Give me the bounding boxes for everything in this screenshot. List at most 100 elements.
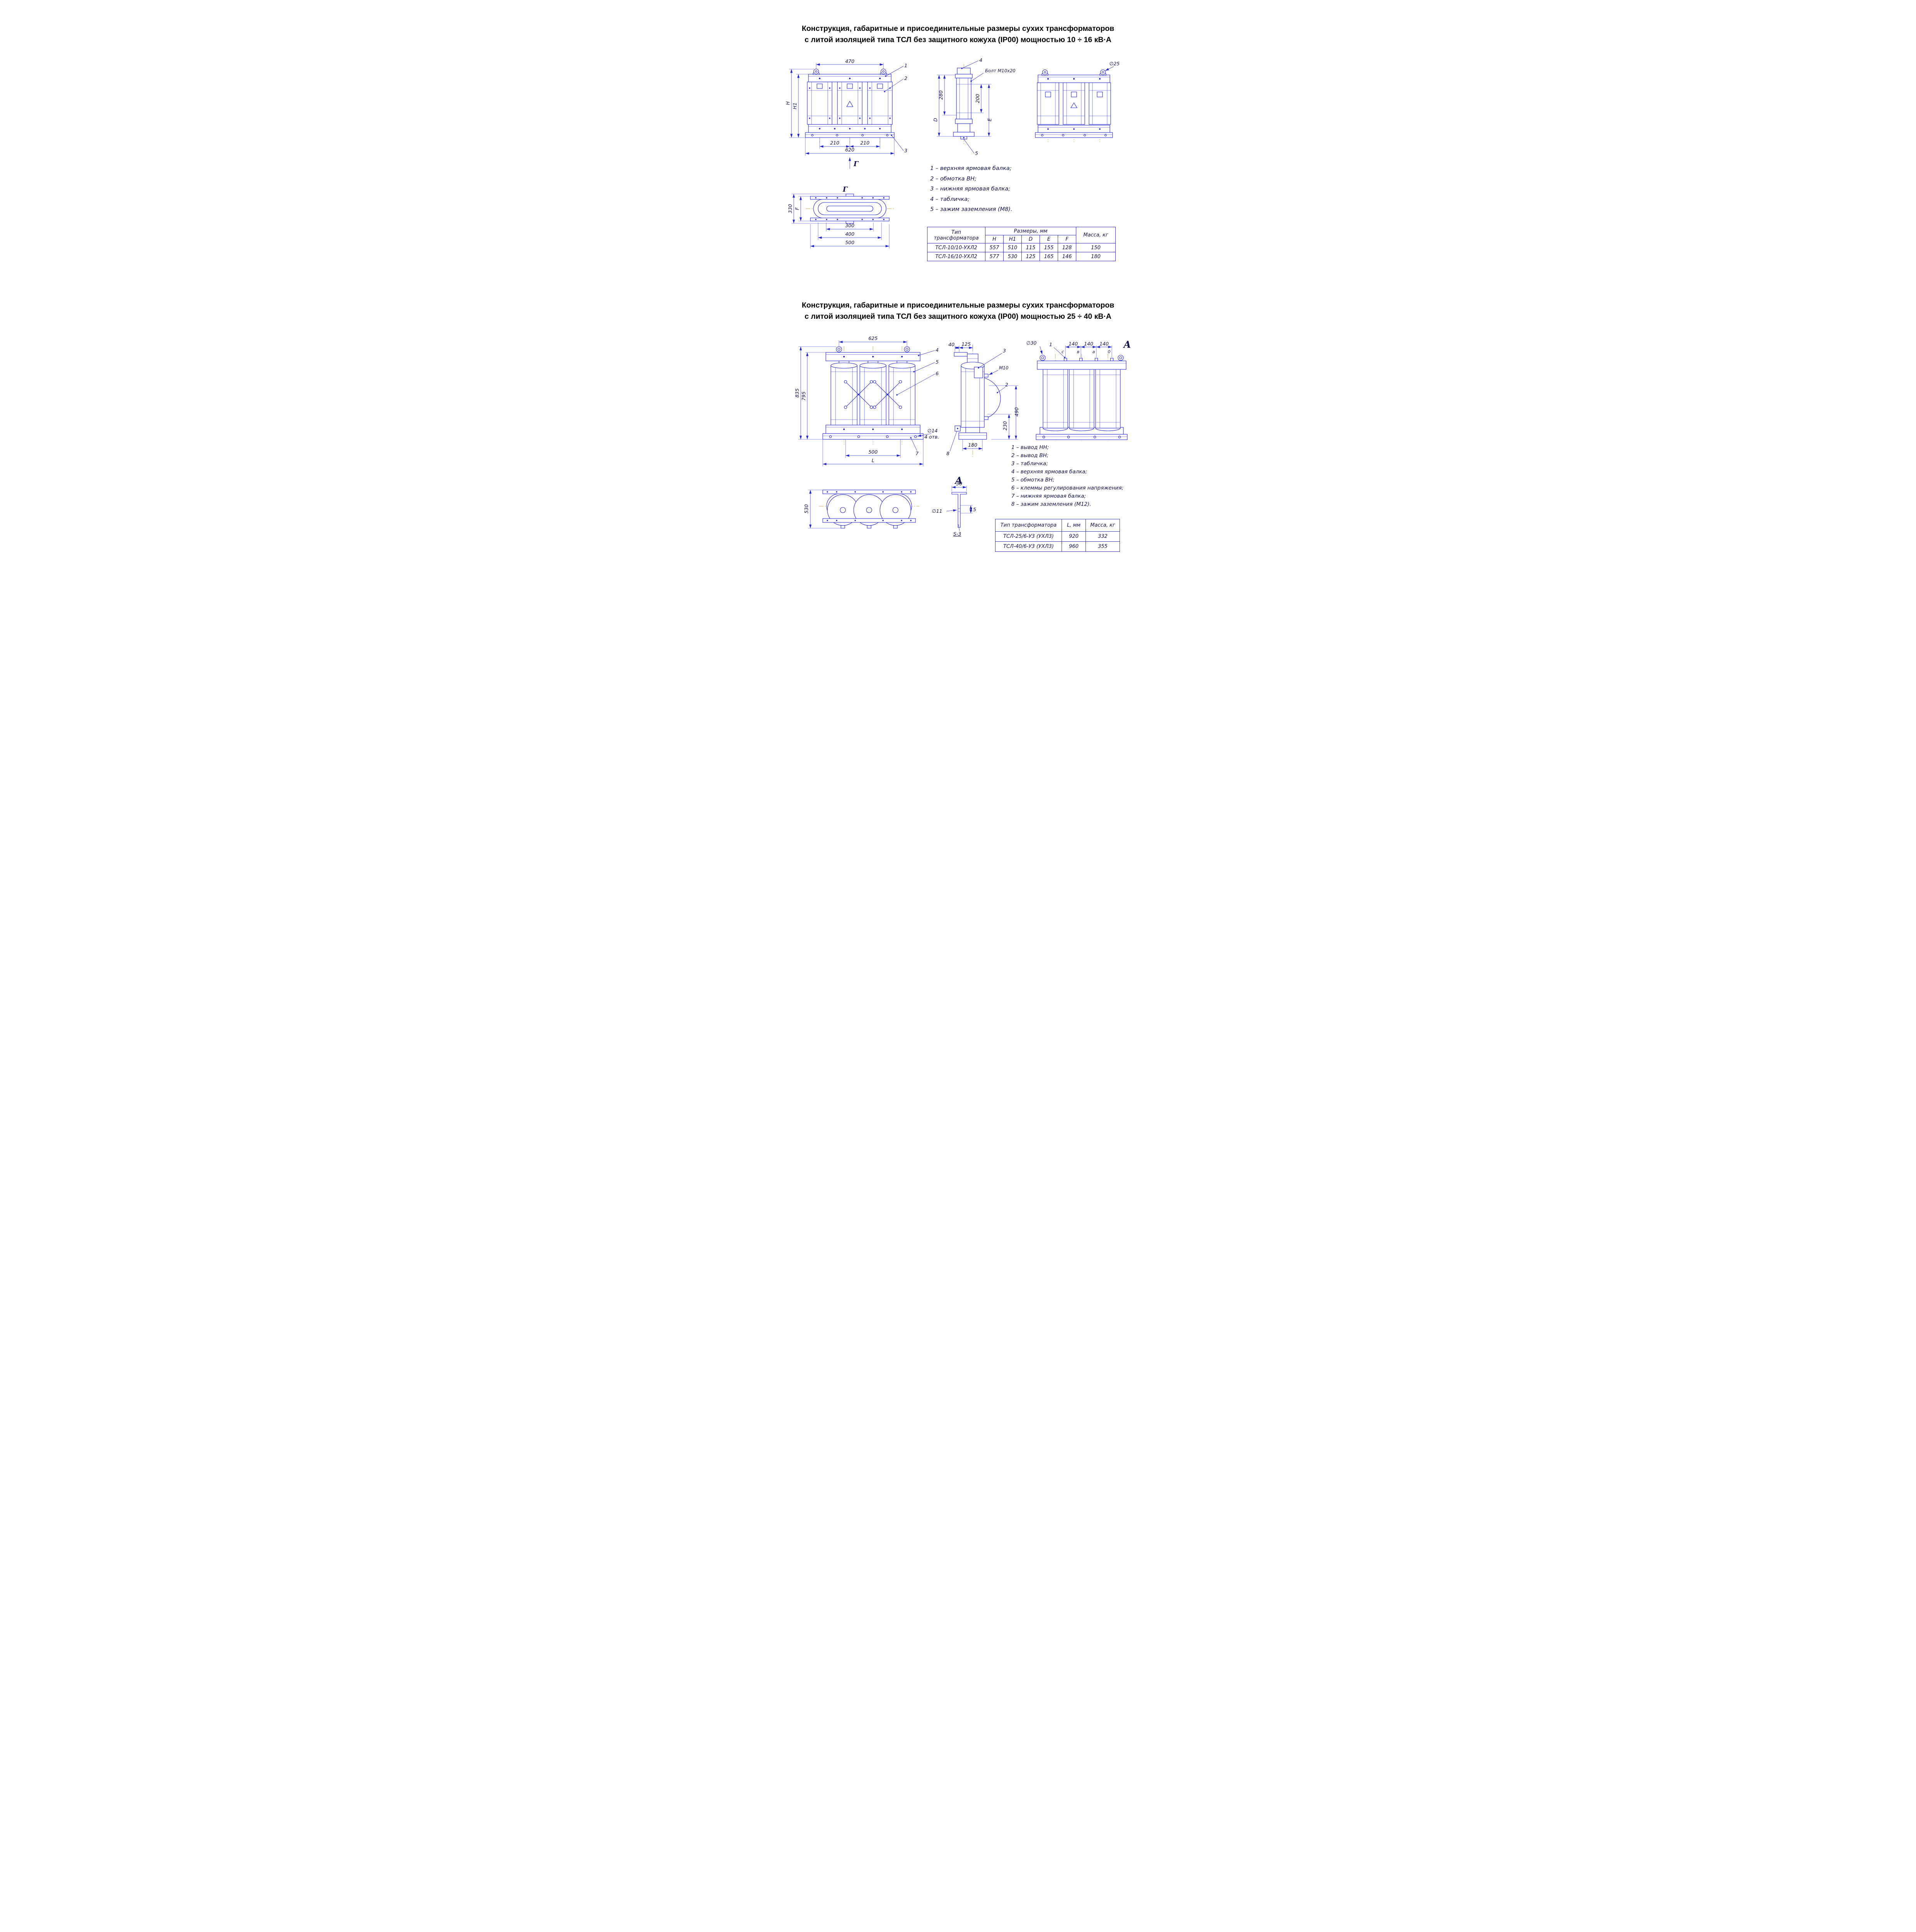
dim-H: H: [785, 101, 791, 105]
thickness-note: S-3: [953, 531, 961, 537]
table-row: ТСЛ-10/10-УХЛ2 557 510 115 155 128 150: [927, 243, 1116, 252]
dim-140-a: 140: [1069, 341, 1078, 347]
table1-col-E: E: [1040, 235, 1058, 243]
clamp-rail: [810, 218, 890, 221]
section2-table: Тип трансформатора L, мм Масса, кг ТСЛ-2…: [995, 519, 1120, 552]
table1-header-mass: Масса, кг: [1076, 227, 1116, 243]
s2-top-view: 530: [803, 490, 919, 529]
section1-title-line1: Конструкция, габаритные и присоединитель…: [801, 24, 1115, 33]
dim-795: 795: [801, 391, 807, 401]
base-channel-side: [953, 132, 975, 137]
lifting-eye: [1099, 69, 1106, 76]
callout-6: 6: [936, 371, 939, 376]
s1-front-view: 470 H H1 210 210 620 1 2 3 Г: [785, 58, 907, 169]
clamp-rail: [822, 518, 916, 523]
s2-detail-a: А 30 ∅11 15 S-3: [932, 475, 976, 537]
terminal-label-0: 0: [1108, 349, 1111, 354]
callout-1: 1: [1049, 342, 1052, 347]
view-a-label: А: [1123, 339, 1131, 350]
legend-item: 3 – табличка;: [1011, 461, 1048, 467]
s2-side-view: 3 М10 2 40 125 490 230 180 8: [946, 341, 1019, 457]
dim-200: 200: [975, 94, 980, 103]
s1-rear-view: ∅25: [1035, 61, 1120, 142]
detail-a-label: А: [954, 475, 963, 486]
terminal-label-v: в: [1077, 349, 1079, 354]
hole-count-note: 4 отв.: [924, 434, 939, 440]
warning-triangle-icon: [846, 100, 853, 107]
dim-30: 30: [956, 481, 962, 486]
legend-item: 5 – зажим заземления (М8).: [930, 206, 1012, 213]
s2-rear-view: с в а 0 140 140 140 ∅30 1 А: [1026, 339, 1131, 441]
dim-530: 530: [803, 504, 809, 514]
callout-2: 2: [904, 75, 907, 81]
bracket-section: [951, 492, 967, 528]
legend-item: 7 – нижняя ярмовая балка;: [1011, 493, 1086, 499]
terminal-label-c: с: [1062, 349, 1064, 354]
callout-1: 1: [904, 63, 907, 68]
table1-col-H: H: [985, 235, 1004, 243]
legend-item: 2 – обмотка ВН;: [930, 175, 977, 182]
dim-dia25: ∅25: [1109, 61, 1120, 66]
base-channel: [822, 433, 924, 440]
bolt-label: Болт М10х20: [985, 68, 1016, 73]
dim-dia30: ∅30: [1026, 340, 1037, 346]
dim-500: 500: [868, 449, 878, 455]
table1-col-F: F: [1057, 235, 1077, 243]
nameplate: [974, 367, 983, 378]
dim-140-c: 140: [1099, 341, 1109, 347]
dim-230: 230: [1002, 421, 1008, 430]
dim-330: 330: [787, 204, 793, 213]
callout-5: 5: [975, 150, 978, 156]
s1-top-view: Г 330 F 300 400: [787, 185, 894, 248]
dim-835: 835: [794, 388, 800, 398]
callout-7: 7: [915, 451, 919, 456]
lifting-eye: [836, 346, 842, 352]
table-row: ТСЛ-16/10-УХЛ2 577 530 125 165 146 180: [927, 252, 1116, 261]
winding-rear: [1089, 82, 1111, 125]
legend-item: 5 – обмотка ВН;: [1011, 477, 1055, 483]
winding-rear: [1037, 82, 1059, 125]
winding-rear: [1043, 369, 1068, 431]
dim-15: 15: [970, 507, 976, 512]
lifting-eye: [1118, 355, 1124, 361]
section2-drawing: 625 835 795 500 L 4 5 6 7 ∅14 4 отв.: [794, 335, 1131, 537]
clamp-rail: [810, 196, 890, 200]
legend-item: 8 – зажим заземления (М12).: [1011, 501, 1091, 507]
table2-header-type: Тип трансформатора: [995, 519, 1062, 532]
section1-title: Конструкция, габаритные и присоединитель…: [745, 23, 1171, 46]
base-channel: [805, 132, 895, 138]
dim-500: 500: [845, 240, 854, 245]
table1-header-type: Тип трансформатора: [927, 227, 985, 243]
hv-lead-loop: [984, 378, 1001, 419]
section2-legend: 1 – вывод НН; 2 – вывод ВН; 3 – табличка…: [1011, 444, 1123, 509]
callout-8: 8: [946, 451, 949, 456]
legend-item: 4 – верхняя ярмовая балка;: [1011, 469, 1087, 475]
legend-item: 6 – клеммы регулирования напряжения;: [1011, 485, 1124, 491]
section1-title-line2: с литой изоляцией типа ТСЛ без защитного…: [804, 36, 1112, 44]
hv-winding: [837, 82, 863, 125]
section2-title: Конструкция, габаритные и присоединитель…: [745, 300, 1171, 322]
dim-280: 280: [938, 90, 944, 100]
dim-L: L: [872, 457, 875, 463]
table1-header-sizes: Размеры, мм: [985, 227, 1077, 235]
legend-item: 4 – табличка;: [930, 196, 970, 202]
dim-140-b: 140: [1084, 341, 1093, 347]
section2-title-line2: с литой изоляцией типа ТСЛ без защитного…: [804, 312, 1112, 321]
lifting-eye: [880, 68, 887, 75]
m10-label: М10: [999, 365, 1009, 371]
dim-400: 400: [845, 231, 854, 237]
hv-winding: [888, 362, 915, 425]
winding-side: [956, 78, 972, 119]
hv-winding: [830, 362, 858, 425]
dim-180: 180: [968, 442, 977, 448]
table2-header-L: L, мм: [1062, 519, 1086, 532]
dim-470: 470: [845, 58, 854, 64]
dim-F: F: [794, 207, 800, 210]
hole-dia-note: ∅14: [927, 428, 938, 434]
terminal-label-a: а: [1092, 349, 1095, 354]
table-row: ТСЛ-40/6-У3 (УХЛ3) 960 355: [995, 541, 1120, 552]
dim-490: 490: [1014, 407, 1019, 417]
section1-table: Тип трансформатора Размеры, мм Масса, кг…: [927, 227, 1116, 261]
dim-300: 300: [845, 223, 854, 228]
callout-4: 4: [979, 57, 982, 63]
